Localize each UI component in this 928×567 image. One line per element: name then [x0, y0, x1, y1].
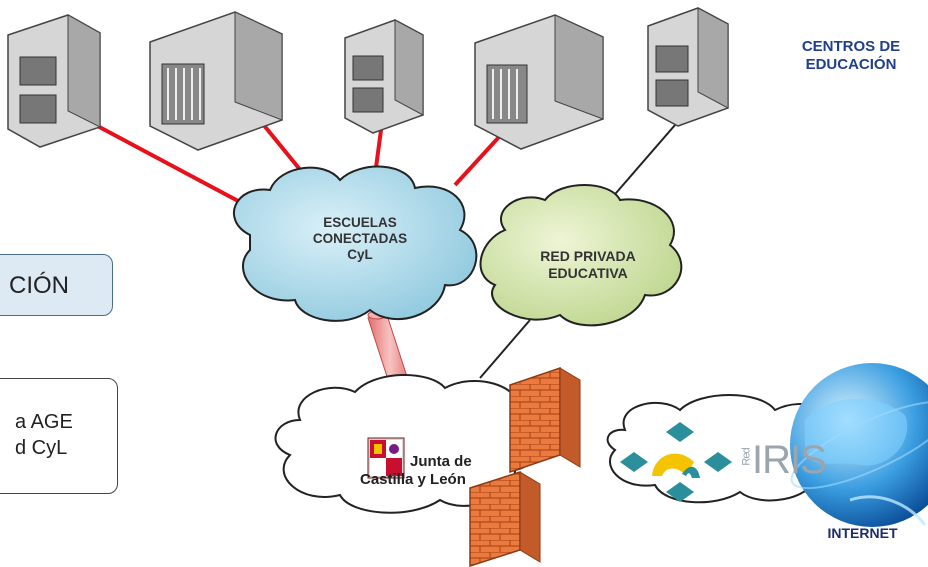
- firewall-upper: [509, 366, 581, 474]
- internet-label-text: INTERNET: [827, 525, 898, 541]
- junta-line2: Castilla y León: [360, 471, 466, 488]
- escuelas-line2: CONECTADAS: [312, 231, 408, 247]
- firewall-lower: [469, 470, 541, 567]
- cloud-red-privada: [479, 184, 683, 327]
- red-privada-line2: EDUCATIVA: [548, 264, 628, 281]
- internet-label: INTERNET: [810, 525, 915, 542]
- left-box-2: a AGE d CyL: [0, 378, 118, 494]
- rediris-text: IRIS: [752, 438, 827, 482]
- building-1: [7, 14, 101, 148]
- junta-coat-of-arms-icon: [367, 437, 405, 479]
- left-box-1: CIÓN: [0, 254, 113, 316]
- black-link-2: [479, 319, 531, 379]
- centros-label-text: CENTROS DE EDUCACIÓN: [801, 38, 901, 73]
- building-5: [647, 7, 729, 127]
- red-privada-cloud-label: RED PRIVADA EDUCATIVA: [518, 248, 658, 282]
- red-link-1: [89, 120, 256, 212]
- red-privada-line1: RED PRIVADA: [540, 248, 636, 264]
- left-box-2-line2: d CyL: [15, 437, 68, 459]
- building-2: [149, 11, 283, 151]
- junta-line1: Junta de: [410, 453, 472, 470]
- rediris-symbol-icon: [620, 422, 732, 502]
- internet-globe-icon: [790, 363, 928, 527]
- rediris-prefix: Red: [740, 448, 753, 466]
- escuelas-cloud-label: ESCUELAS CONECTADAS CyL: [290, 215, 430, 264]
- junta-logo-text: Junta de Castilla y León: [358, 453, 498, 489]
- building-4: [474, 14, 604, 150]
- rediris-logo-text: RedIRIS: [740, 436, 832, 484]
- building-3: [344, 19, 424, 134]
- centros-label: CENTROS DE EDUCACIÓN: [786, 38, 916, 74]
- cloud-escuelas: [232, 165, 478, 322]
- left-box-1-text: CIÓN: [9, 272, 69, 299]
- left-box-2-line1: a AGE: [15, 411, 73, 433]
- escuelas-line3: CyL: [347, 247, 373, 263]
- escuelas-line1: ESCUELAS: [323, 215, 397, 230]
